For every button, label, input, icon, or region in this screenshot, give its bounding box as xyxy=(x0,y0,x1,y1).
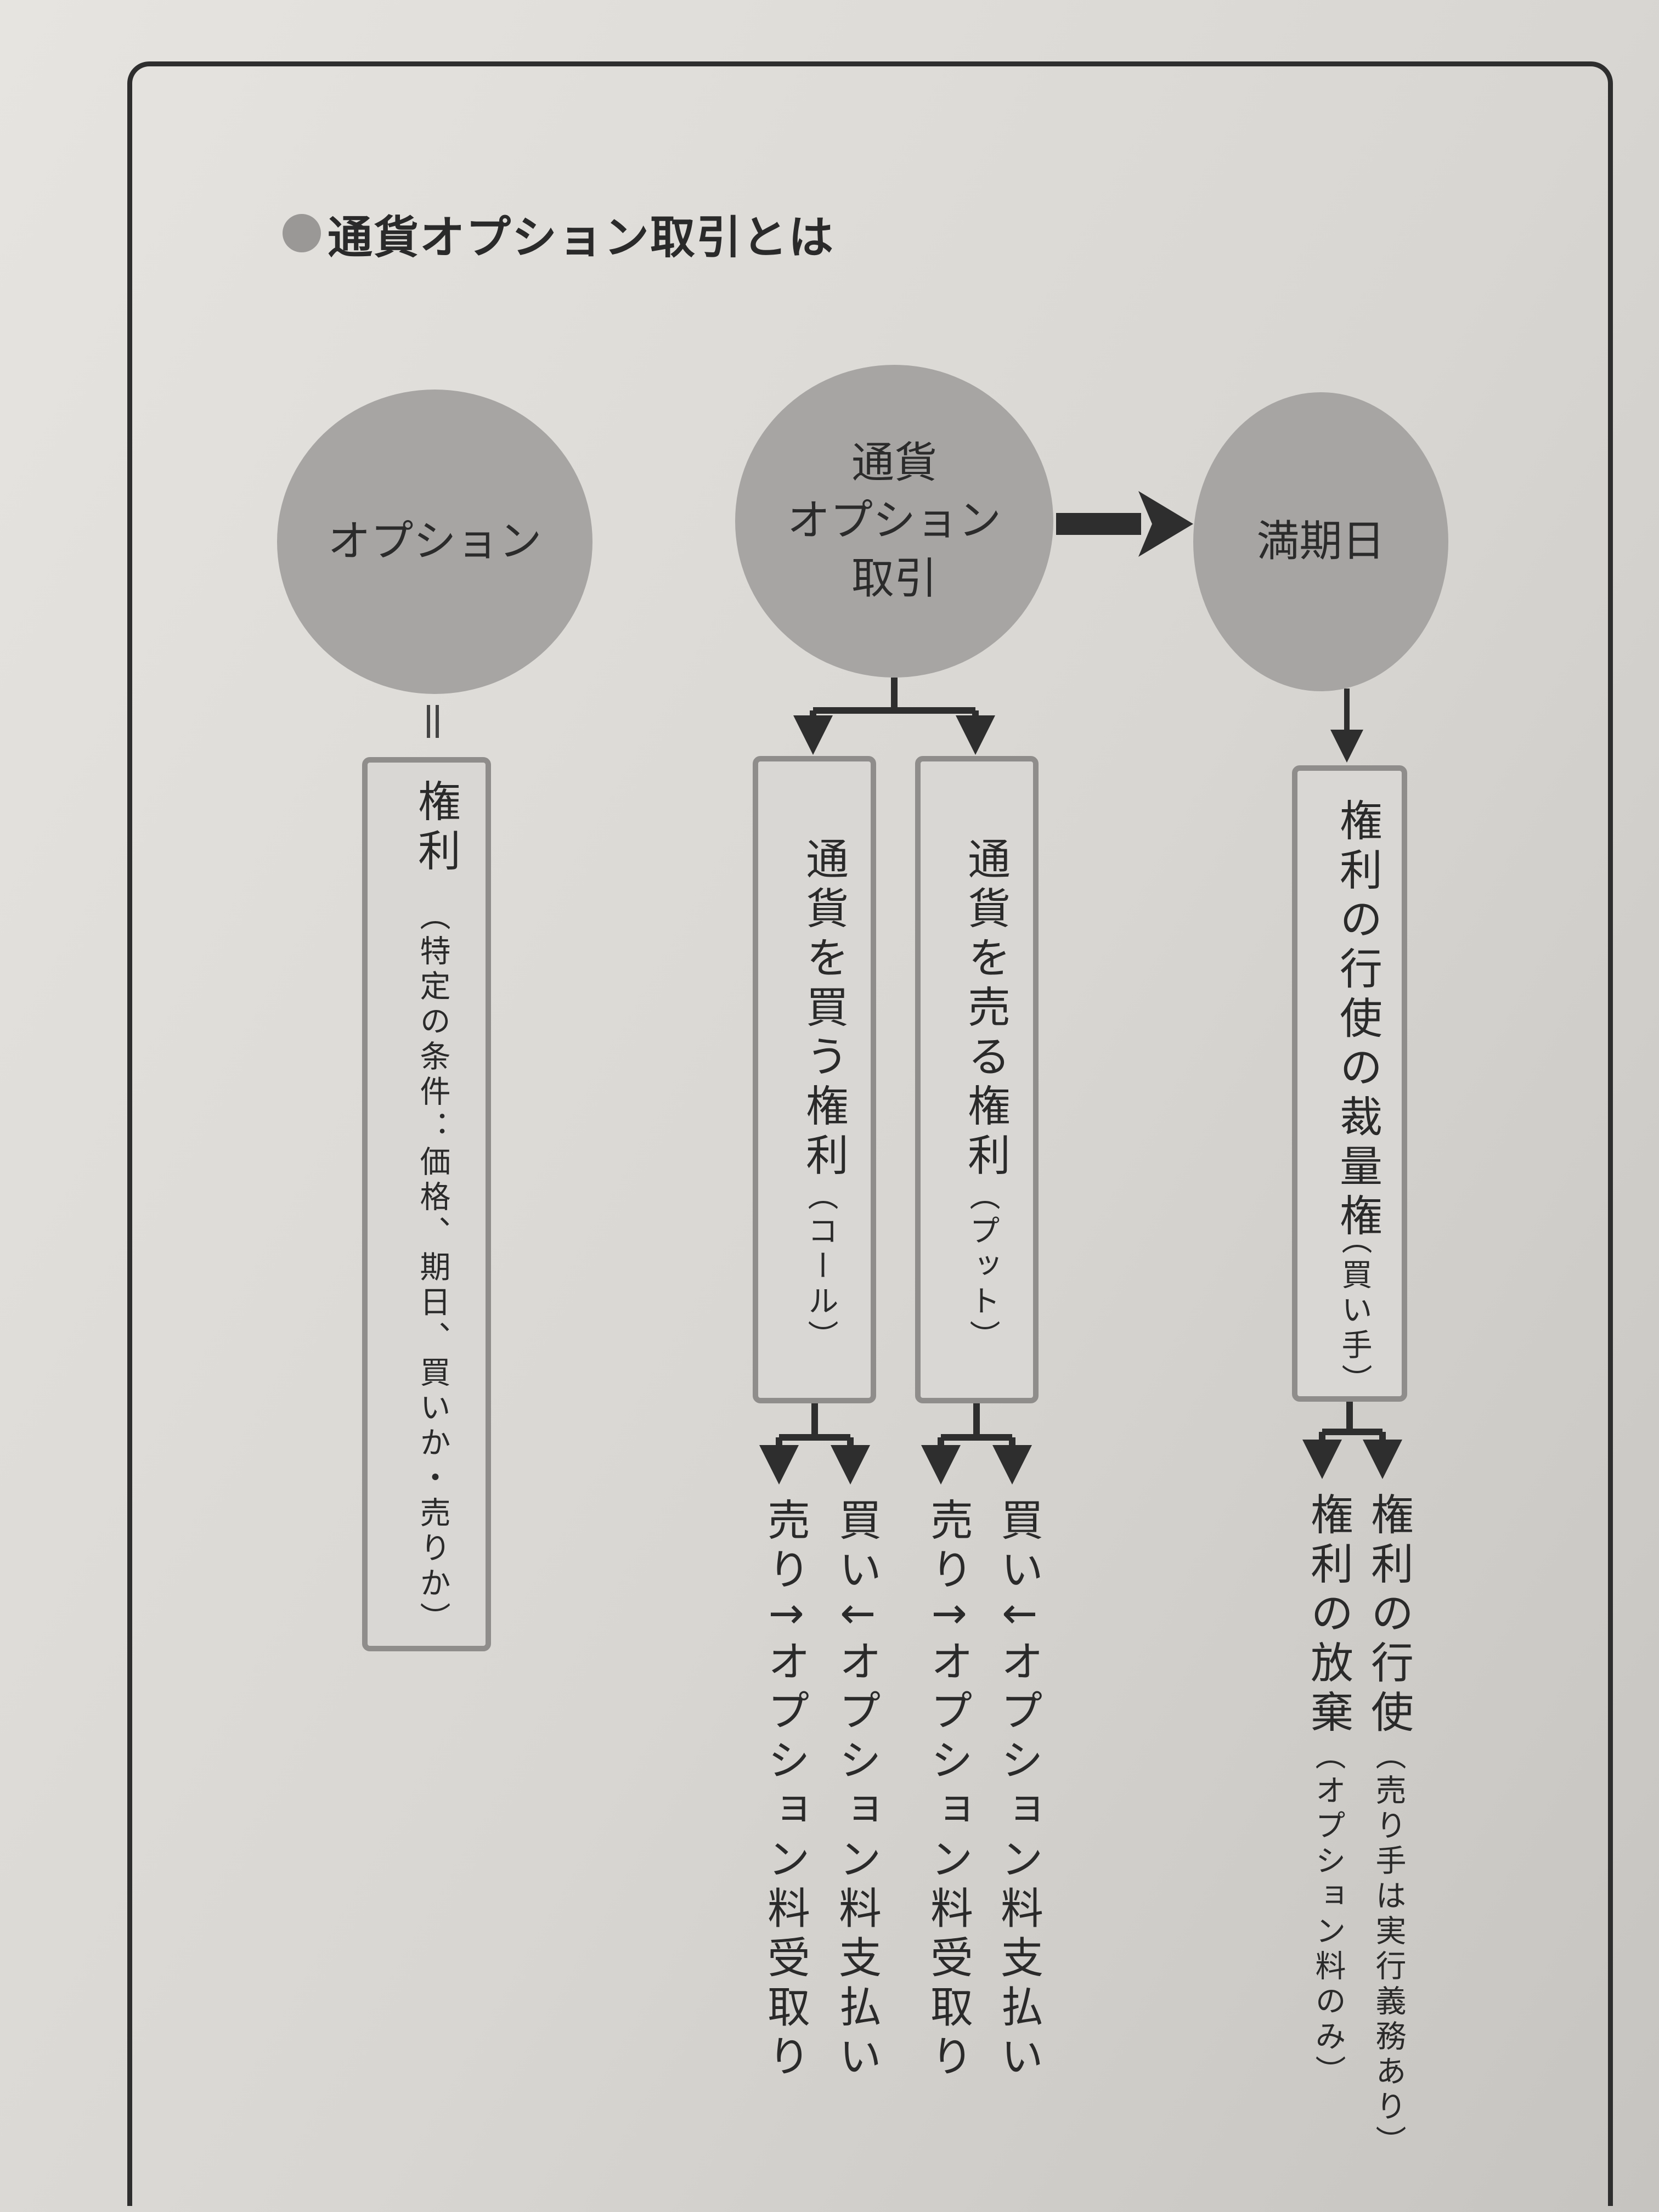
diagram-title: 通貨オプション取引とは xyxy=(328,211,835,264)
box-right-definition xyxy=(362,757,491,1651)
box-put-main: 通貨を売る権利 xyxy=(961,837,1010,1182)
title-row: 通貨オプション取引とは xyxy=(283,203,835,264)
box-discretion-main: 権利の行使の裁量権 xyxy=(1333,798,1382,1243)
circle-currency-option-trade: 通貨 オプション 取引 xyxy=(735,365,1053,678)
equals-sign xyxy=(427,705,439,738)
arrow-to-expiry xyxy=(1056,491,1193,557)
circle-option: オプション xyxy=(277,390,592,694)
box-right-definition-note: （特定の条件：価格、期日、買いか・売りか） xyxy=(415,900,450,1637)
circle-expiry-label: 満期日 xyxy=(1256,516,1385,566)
box-right-definition-main: 権利 xyxy=(411,779,460,878)
outcome-call-buy: 買い↓オプション料支払い xyxy=(832,1498,881,2084)
box-call-main: 通貨を買う権利 xyxy=(799,837,848,1182)
box-call xyxy=(753,756,876,1403)
outcome-put-buy: 買い↓オプション料支払い xyxy=(994,1498,1043,2084)
box-discretion-note: （買い手） xyxy=(1336,1223,1372,1399)
circle-expiry: 満期日 xyxy=(1193,392,1448,691)
outcome-exercise: 権利の行使 xyxy=(1364,1492,1413,1739)
circle-option-label: オプション xyxy=(328,516,542,566)
split-put xyxy=(921,1399,1032,1485)
outcome-put-sell: 売り↑オプション料受取り xyxy=(923,1498,973,2084)
box-discretion xyxy=(1292,765,1407,1402)
diagram-frame xyxy=(127,61,1613,2206)
outcome-call-sell: 売り↑オプション料受取り xyxy=(760,1498,810,2084)
box-put xyxy=(915,756,1039,1403)
circle-currency-option-label: 通貨 オプション 取引 xyxy=(787,438,1001,603)
outcome-abandon: 権利の放棄 xyxy=(1304,1492,1353,1739)
box-call-note: （コール） xyxy=(803,1180,838,1355)
box-put-note: （プット） xyxy=(964,1180,1000,1355)
branch-to-call-put xyxy=(793,678,995,755)
split-right xyxy=(1302,1399,1402,1479)
split-call xyxy=(759,1399,870,1485)
bullet-dot-icon xyxy=(283,214,321,252)
outcome-exercise-note: （売り手は実行義務あり） xyxy=(1370,1739,1406,2160)
outcome-abandon-note: （オプション料のみ） xyxy=(1310,1739,1346,2090)
